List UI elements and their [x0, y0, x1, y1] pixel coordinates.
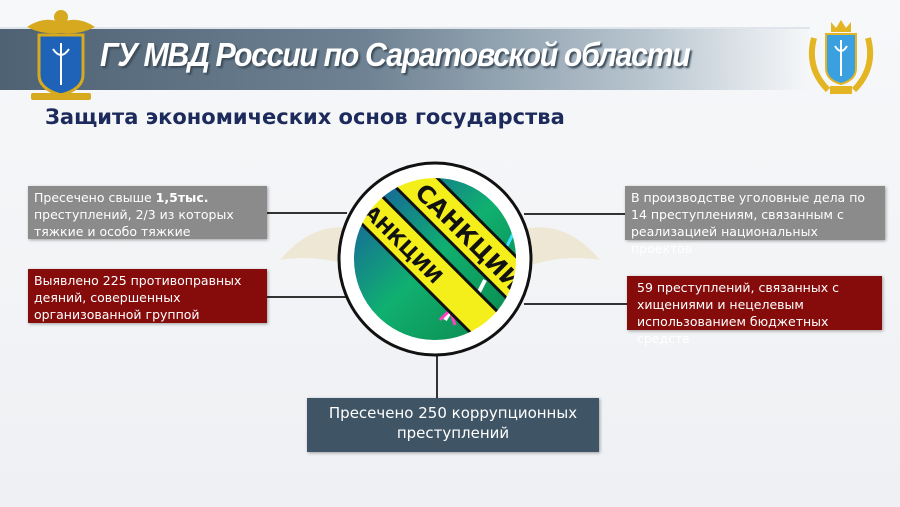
fact-highlight: 1,5тыс.	[155, 190, 209, 205]
sanctions-image: САНКЦИИ САНКЦИИ	[337, 161, 533, 357]
fact-box-national-projects: В производстве уголовные дела по 14 прес…	[625, 186, 885, 256]
fact-box-organized-group: Выявлено 225 противоправных деяний, сове…	[28, 269, 267, 323]
fact-text: преступлений, 2/3 из которых тяжкие и ос…	[34, 207, 234, 239]
header-banner	[0, 27, 810, 90]
fact-box-budget-funds: 59 преступлений, связанных с хищениями и…	[627, 276, 882, 346]
connector-line	[436, 355, 438, 399]
fact-box-corruption: Пресечено 250 коррупционных преступлений	[307, 398, 599, 452]
connector-line	[524, 303, 628, 305]
connector-line	[267, 212, 347, 214]
connector-line	[524, 213, 626, 215]
connector-line	[267, 296, 347, 298]
saratov-coat-of-arms-icon	[808, 20, 874, 94]
mvd-emblem-icon	[27, 10, 95, 100]
fact-text: Пресечено свыше	[34, 190, 156, 205]
section-heading: Защита экономических основ государства	[45, 105, 565, 129]
fact-box-crimes-prevented: Пресечено свыше 1,5тыс. преступлений, 2/…	[28, 186, 267, 239]
page-title: ГУ МВД России по Саратовской области	[100, 36, 691, 73]
